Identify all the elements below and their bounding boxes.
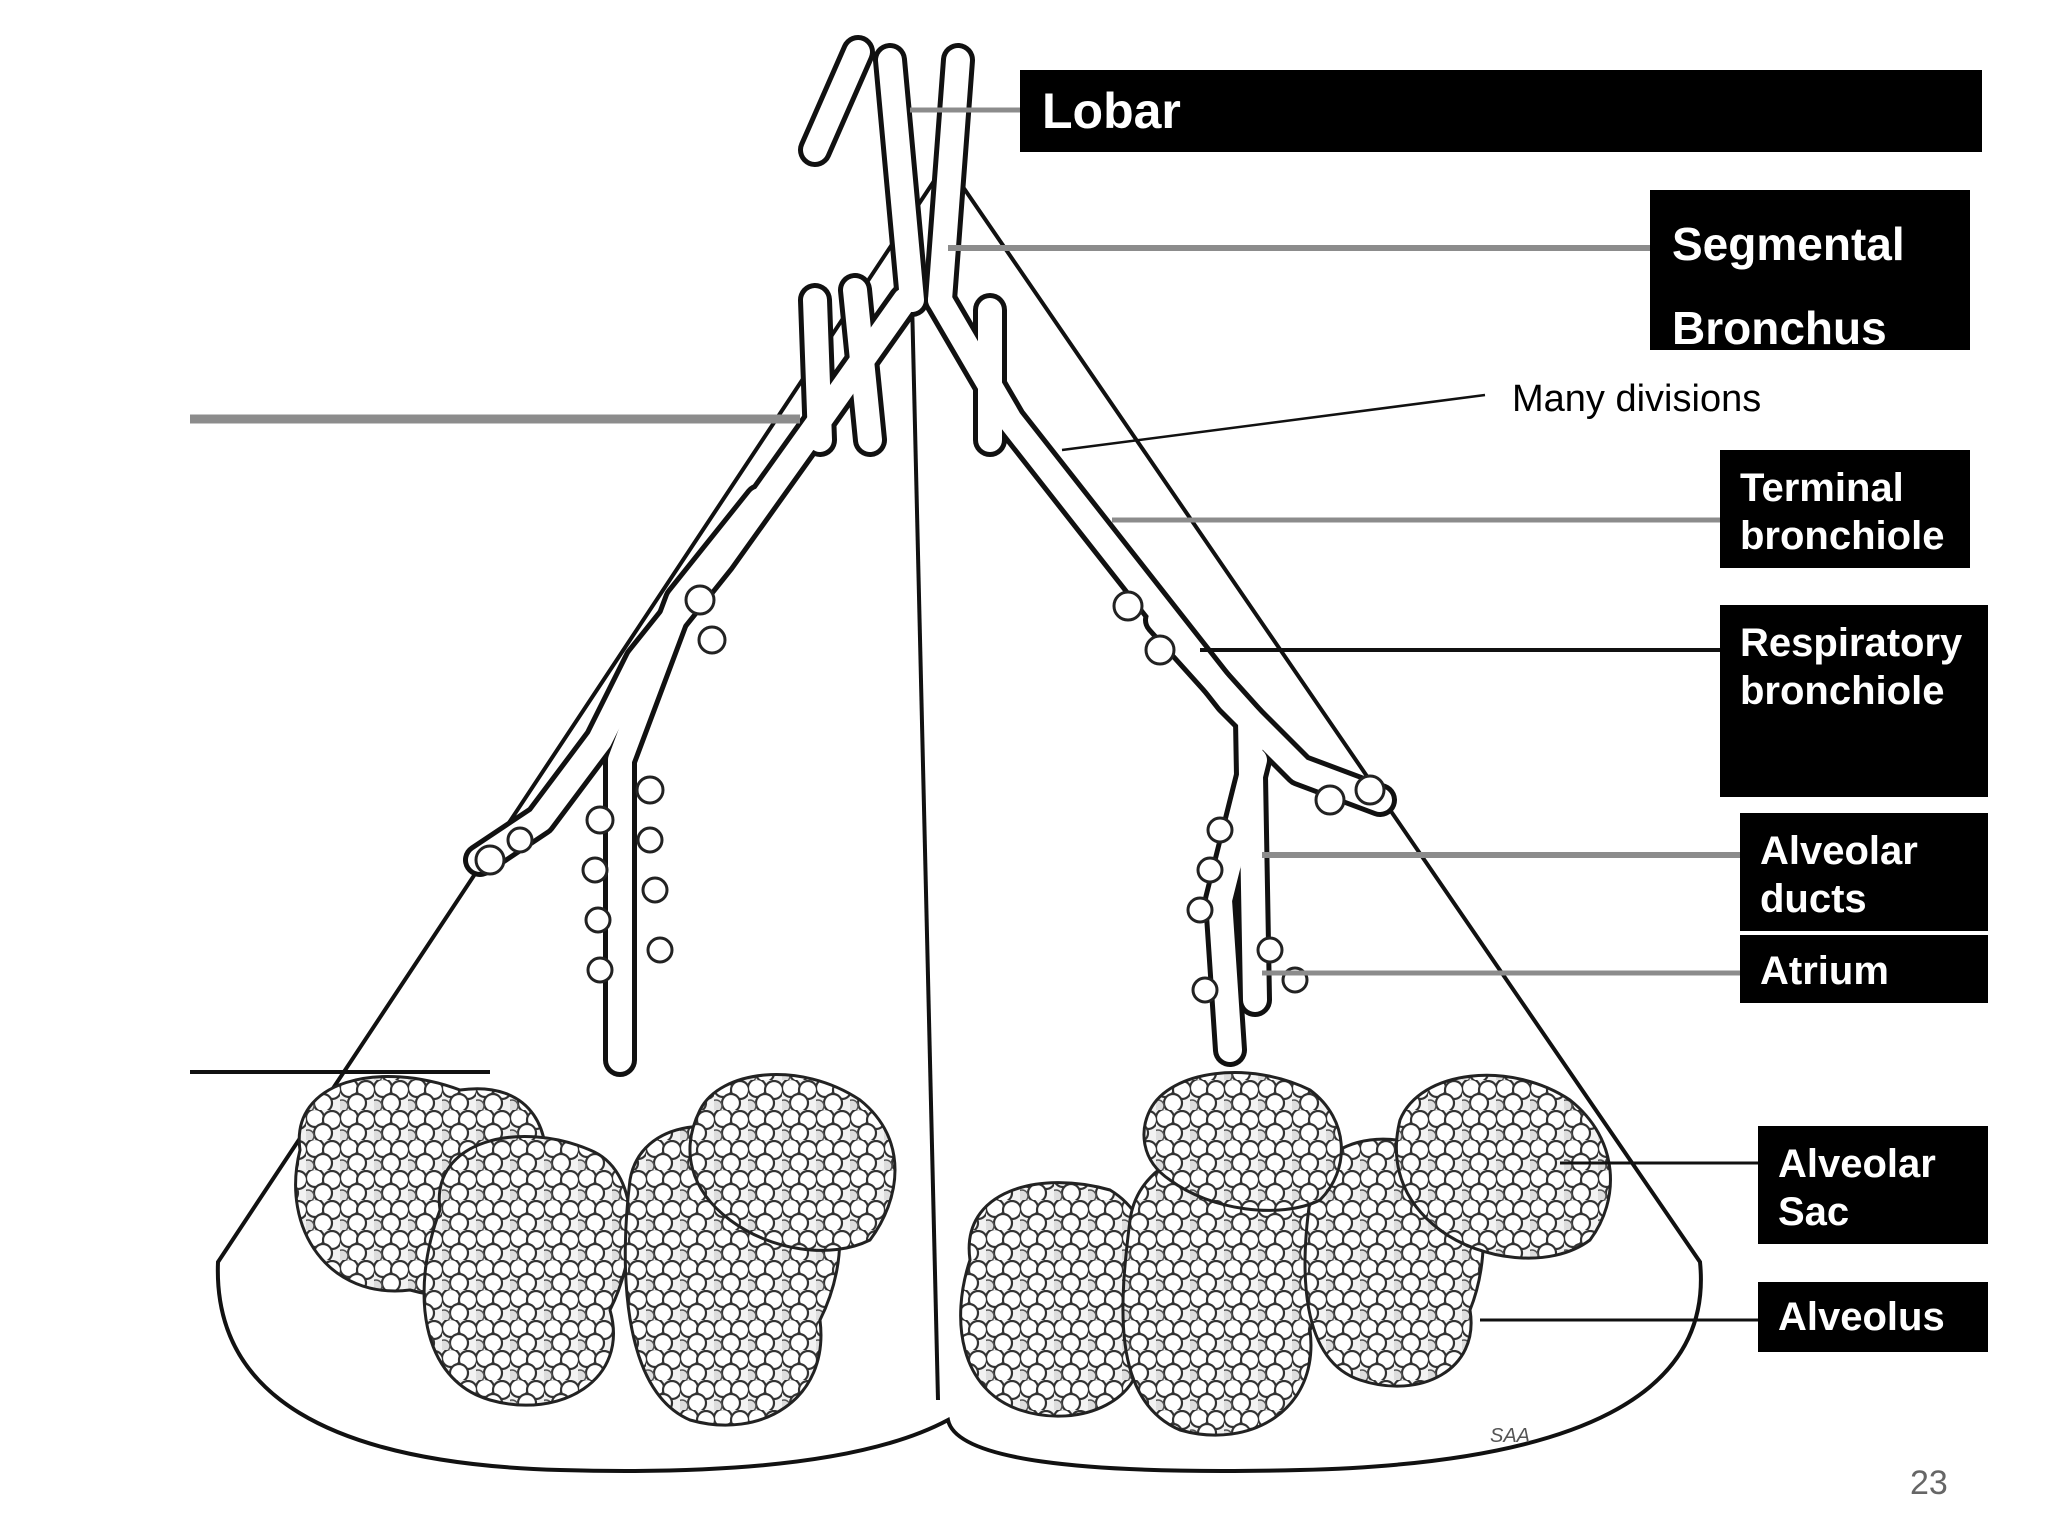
alveolar-cluster [688,1073,897,1252]
label-alveolus: Alveolus [1758,1282,1988,1352]
lobule-outline [215,166,1703,1473]
label-alveolar-ducts: Alveolar ducts [1740,813,1988,931]
bronchial-tree [463,35,1397,1077]
alveolar-clusters [294,1071,1612,1437]
alveolar-cluster [422,1135,632,1407]
label-many-divisions: Many divisions [1512,378,1762,420]
artist-signature: SAA [1490,1425,1531,1447]
leader-lines [190,107,1758,1322]
leader-many-divisions [1061,393,1486,452]
lobule-septum [910,299,940,1401]
label-lobar: Lobar [1020,70,1982,152]
label-terminal-bronchiole: Terminal bronchiole [1720,450,1970,568]
alveolar-cluster [1142,1071,1343,1212]
alveolar-cluster [1394,1073,1612,1260]
label-atrium: Atrium [1740,935,1988,1003]
label-alveolar-sac: Alveolar Sac [1758,1126,1988,1244]
page-number: 23 [1910,1464,1948,1502]
label-respiratory-bronchiole: Respiratory bronchiole [1720,605,1988,797]
label-segmental-bronchus: Segmental Bronchus [1650,190,1970,354]
